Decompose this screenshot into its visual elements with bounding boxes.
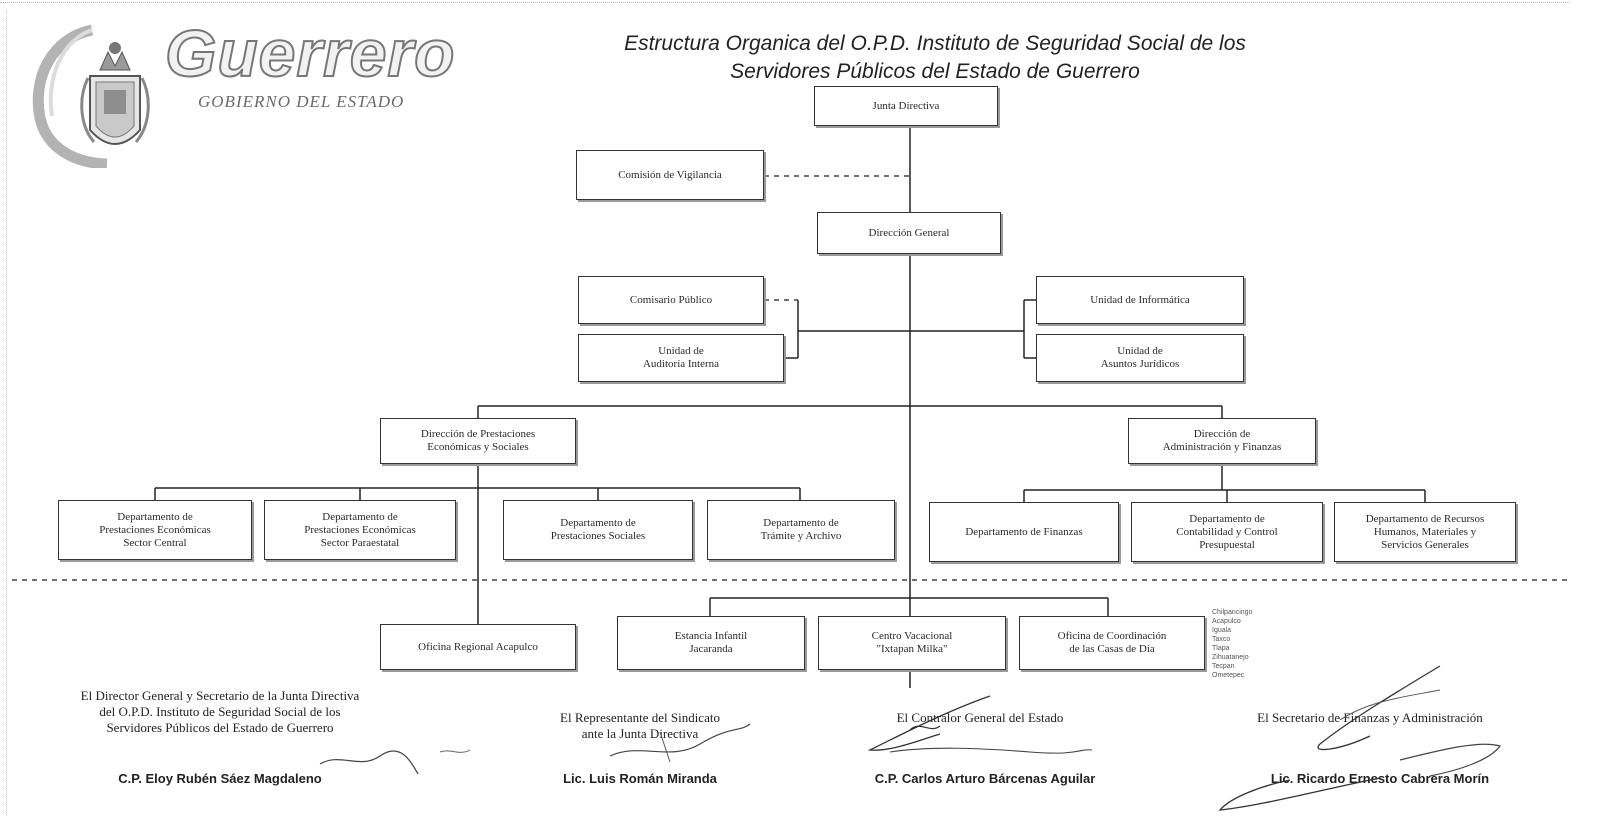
chart-title-line-1: Estructura Organica del O.P.D. Instituto… <box>624 32 1246 55</box>
dep-contabilidad-box: Departamento de Contabilidad y Control P… <box>1131 502 1323 562</box>
casas-list-item: Ometepec <box>1212 672 1245 679</box>
oficina-regional-acapulco-box: Oficina Regional Acapulco <box>380 624 576 670</box>
casas-list-item: Acapulco <box>1212 618 1241 625</box>
comisario-publico-box: Comisario Público <box>578 276 764 324</box>
oficina-casas-dia-box: Oficina de Coordinación de las Casas de … <box>1019 616 1205 670</box>
casas-list-item: Chilpancingo <box>1212 609 1253 616</box>
casas-list-item: Taxco <box>1212 636 1231 643</box>
signature-title-finanzas: El Secretario de Finanzas y Administraci… <box>1257 710 1483 725</box>
dep-prestaciones-central-box: Departamento de Prestaciones Económicas … <box>58 500 252 560</box>
direccion-administracion-box: Dirección de Administración y Finanzas <box>1128 418 1316 464</box>
estancia-infantil-box: Estancia Infantil Jacaranda <box>617 616 805 670</box>
logo-wordmark: Guerrero <box>164 16 456 90</box>
dep-tramite-archivo-box: Departamento de Trámite y Archivo <box>707 500 895 560</box>
junta-directiva-box: Junta Directiva <box>814 86 998 126</box>
signature-name-sindicato: Lic. Luis Román Miranda <box>563 771 717 786</box>
guerrero-emblem-logo <box>32 24 150 168</box>
handwritten-signature-director <box>319 749 471 775</box>
chart-title: Estructura Organica del O.P.D. Instituto… <box>500 30 1370 86</box>
handwritten-signature-finanzas <box>1218 665 1501 811</box>
auditoria-interna-box: Unidad de Auditoría Interna <box>578 334 784 382</box>
casas-list-item: Tlapa <box>1212 645 1230 652</box>
signature-name-contralor: C.P. Carlos Arturo Bárcenas Aguilar <box>874 771 1096 786</box>
signature-title-sindicato: El Representante del Sindicato ante la J… <box>560 710 720 741</box>
asuntos-juridicos-box: Unidad de Asuntos Jurídicos <box>1036 334 1244 382</box>
comision-vigilancia-box: Comisión de Vigilancia <box>576 150 764 200</box>
logo-subtitle: GOBIERNO DEL ESTADO <box>198 92 405 111</box>
direccion-prestaciones-box: Dirección de Prestaciones Económicas y S… <box>380 418 576 464</box>
dep-prestaciones-paraestatal-box: Departamento de Prestaciones Económicas … <box>264 500 456 560</box>
direccion-general-box: Dirección General <box>817 212 1001 254</box>
dep-prestaciones-sociales-box: Departamento de Prestaciones Sociales <box>503 500 693 560</box>
left-border-line <box>6 10 7 815</box>
signature-name-director: C.P. Eloy Rubén Sáez Magdaleno <box>118 771 322 786</box>
informatica-box: Unidad de Informática <box>1036 276 1244 324</box>
top-border-line <box>0 2 1570 3</box>
centro-vacacional-box: Centro Vacacional "Ixtapan Milka" <box>818 616 1006 670</box>
handwritten-signature-contralor <box>867 695 1093 754</box>
casas-list-item: Tecpan <box>1212 663 1235 670</box>
dep-recursos-box: Departamento de Recursos Humanos, Materi… <box>1334 502 1516 562</box>
casas-de-dia-list: Chilpancingo Acapulco Iguala Taxco Tlapa… <box>1212 608 1252 680</box>
chart-title-line-2: Servidores Públicos del Estado de Guerre… <box>730 60 1140 83</box>
handwritten-signature-sindicato <box>609 723 751 763</box>
casas-list-item: Iguala <box>1212 627 1232 634</box>
dep-finanzas-box: Departamento de Finanzas <box>929 502 1119 562</box>
casas-list-item: Zihuatanejo <box>1212 654 1249 661</box>
signature-title-director: El Director General y Secretario de la J… <box>80 688 360 735</box>
